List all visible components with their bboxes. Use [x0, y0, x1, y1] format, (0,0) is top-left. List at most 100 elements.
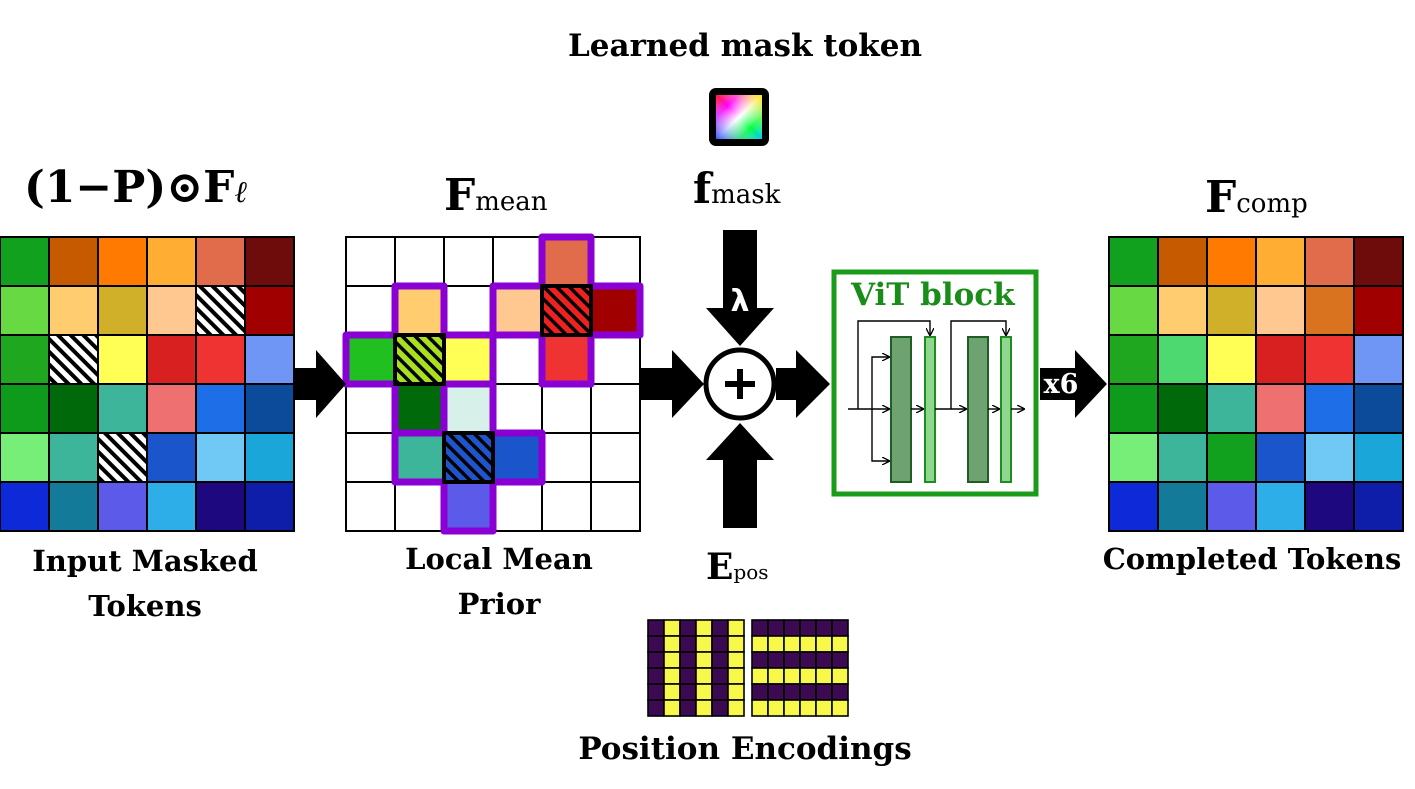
- mean-token-cell: [443, 334, 494, 385]
- input-masked-tokens-label: Input Masked Tokens: [0, 539, 290, 629]
- position-encoding-cell: [767, 619, 785, 637]
- f-mean-symbol: Fmean: [444, 170, 548, 221]
- position-encoding-cell: [831, 651, 849, 669]
- completed-token-cell: [1108, 383, 1159, 434]
- position-encoding-cell: [831, 667, 849, 685]
- mean-token-cell: [492, 432, 543, 483]
- position-encoding-cell: [751, 667, 769, 685]
- mean-token-cell: [590, 334, 641, 385]
- completed-token-cell: [1304, 432, 1355, 483]
- position-encoding-cell: [647, 667, 665, 685]
- input-token-cell: [97, 334, 148, 385]
- input-masked-tokens-line2: Tokens: [88, 589, 202, 623]
- position-encoding-cell: [711, 635, 729, 653]
- completed-token-cell: [1108, 236, 1159, 287]
- learned-mask-token-icon: [709, 88, 769, 146]
- input-token-cell: [48, 236, 99, 287]
- position-encoding-cell: [783, 651, 801, 669]
- completed-token-cell: [1255, 285, 1306, 336]
- flow-arrows: [295, 230, 1107, 528]
- arrow-mask-down: [706, 230, 774, 346]
- position-encoding-cell: [695, 683, 713, 701]
- input-token-cell: [97, 285, 148, 336]
- position-encoding-cell: [647, 651, 665, 669]
- position-encoding-cell: [815, 619, 833, 637]
- mean-token-cell: [443, 432, 494, 483]
- input-masked-tokens-line1: Input Masked: [32, 544, 258, 578]
- completed-token-cell: [1206, 481, 1257, 532]
- position-encoding-cell: [727, 667, 745, 685]
- input-token-cell: [97, 432, 148, 483]
- local-mean-prior-line2: Prior: [457, 587, 541, 621]
- input-token-cell: [97, 236, 148, 287]
- position-encoding-cell: [783, 667, 801, 685]
- completed-token-cell: [1255, 432, 1306, 483]
- position-encoding-x: [647, 619, 745, 717]
- position-encoding-cell: [751, 635, 769, 653]
- position-encoding-cell: [799, 667, 817, 685]
- completed-token-cell: [1304, 334, 1355, 385]
- position-encodings-label: Position Encodings: [578, 731, 912, 767]
- mean-token-cell: [541, 432, 592, 483]
- input-token-cell: [244, 383, 295, 434]
- position-encoding-cell: [695, 619, 713, 637]
- completed-token-cell: [1157, 432, 1208, 483]
- f-comp-symbol: Fcomp: [1205, 172, 1308, 223]
- arrow-input-to-mean: [295, 350, 346, 418]
- completed-token-cell: [1157, 334, 1208, 385]
- input-expression-sub: ℓ: [234, 175, 247, 210]
- mean-token-cell: [443, 236, 494, 287]
- position-encoding-cell: [815, 651, 833, 669]
- completed-token-cell: [1157, 481, 1208, 532]
- masked-center-cell: [442, 431, 495, 484]
- position-encoding-cell: [663, 619, 681, 637]
- mean-token-cell: [541, 236, 592, 287]
- local-mean-prior-line1: Local Mean: [405, 542, 593, 576]
- input-token-cell: [195, 285, 246, 336]
- input-token-cell: [195, 432, 246, 483]
- position-encoding-cell: [815, 699, 833, 717]
- position-encoding-cell: [663, 651, 681, 669]
- vit-norm-bar: [924, 336, 936, 483]
- input-expression-main: (1−P)⊙F: [24, 162, 235, 213]
- completed-token-cell: [1353, 236, 1404, 287]
- position-encoding-cell: [799, 635, 817, 653]
- vit-block: [831, 269, 1039, 497]
- input-expression: (1−P)⊙Fℓ: [24, 162, 247, 213]
- position-encoding-cell: [647, 683, 665, 701]
- e-pos-sub: pos: [733, 560, 769, 584]
- add-operator: [703, 347, 777, 421]
- vit-norm-bar-2: [1000, 336, 1012, 483]
- completed-token-cell: [1206, 383, 1257, 434]
- masked-center-cell: [393, 333, 446, 386]
- position-encoding-cell: [711, 667, 729, 685]
- position-encoding-cell: [831, 619, 849, 637]
- completed-token-cell: [1304, 285, 1355, 336]
- position-encoding-cell: [711, 619, 729, 637]
- f-mean-main: F: [444, 170, 476, 221]
- position-encoding-cell: [647, 699, 665, 717]
- f-comp-sub: comp: [1236, 189, 1308, 219]
- input-token-cell: [48, 285, 99, 336]
- position-encoding-cell: [783, 619, 801, 637]
- completed-token-cell: [1304, 236, 1355, 287]
- input-token-cell: [146, 432, 197, 483]
- masked-center-cell: [540, 284, 593, 337]
- input-token-cell: [48, 334, 99, 385]
- completed-token-cell: [1108, 285, 1159, 336]
- arrow-vit-to-completed: [1040, 350, 1107, 418]
- position-encoding-cell: [767, 699, 785, 717]
- input-token-cell: [244, 334, 295, 385]
- completed-token-cell: [1304, 481, 1355, 532]
- completed-tokens-label: Completed Tokens: [1102, 542, 1402, 576]
- position-encoding-cell: [663, 683, 681, 701]
- position-encoding-cell: [727, 651, 745, 669]
- completed-token-cell: [1206, 334, 1257, 385]
- position-encoding-cell: [727, 619, 745, 637]
- input-token-cell: [0, 383, 50, 434]
- position-encoding-cell: [783, 683, 801, 701]
- mean-token-cell: [345, 432, 396, 483]
- completed-token-cell: [1353, 481, 1404, 532]
- input-token-cell: [97, 481, 148, 532]
